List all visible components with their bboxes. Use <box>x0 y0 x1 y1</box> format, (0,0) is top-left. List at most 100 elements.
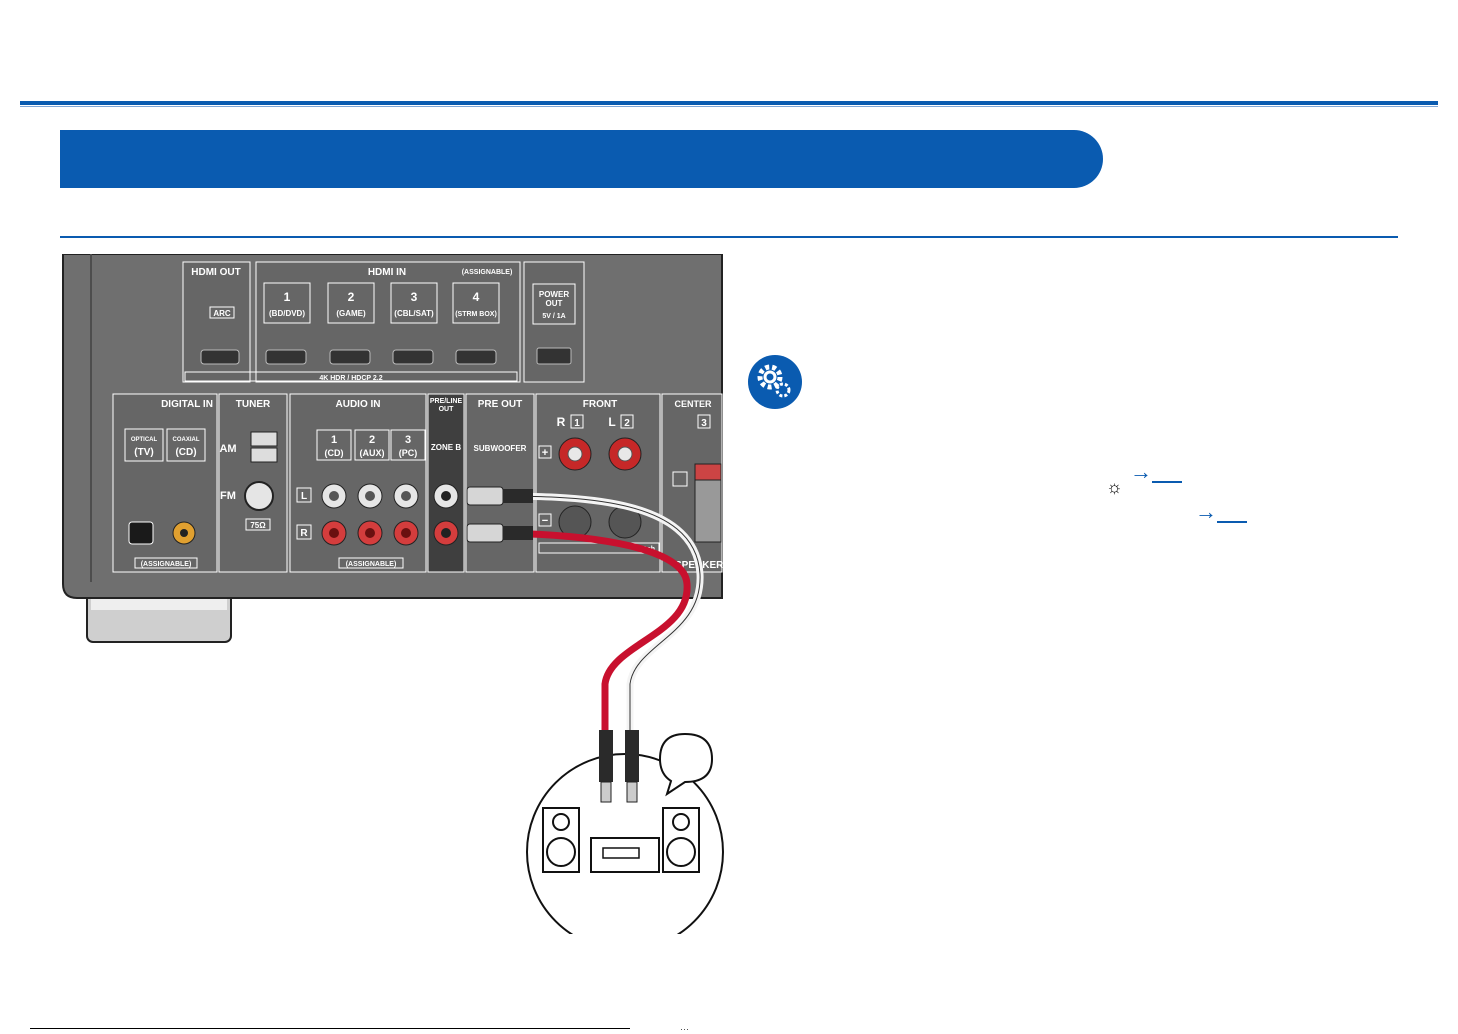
power-out-line1: POWER <box>539 290 569 299</box>
front-l-num-box <box>620 414 634 429</box>
jack-core <box>401 491 411 501</box>
arc-box <box>209 306 235 319</box>
hdmi-in-3-num: 3 <box>411 290 418 304</box>
jack-core <box>441 491 451 501</box>
hdmi-in-1-num: 1 <box>284 290 291 304</box>
coaxial-port-core <box>180 529 188 537</box>
right-label-box <box>296 524 312 540</box>
hdmi-out-port <box>200 349 240 365</box>
mini-component-unit <box>590 837 660 873</box>
red-plug-boot <box>503 526 533 540</box>
small-gear-icon: ☼ <box>1106 477 1123 497</box>
white-plug-boot <box>503 489 533 503</box>
am-label: AM <box>219 443 236 455</box>
center-num-box <box>697 414 711 429</box>
hdmi-in-3-name: (CBL/SAT) <box>394 309 434 318</box>
settings-gear-glyph <box>757 364 791 398</box>
ohm-box <box>245 518 271 531</box>
audio-in-1-num: 1 <box>331 434 337 446</box>
arrow-icon: → <box>1195 499 1217 524</box>
right-speaker-woofer <box>666 837 696 867</box>
optical-box <box>124 428 164 462</box>
hdmi-in-assignable: (ASSIGNABLE) <box>462 269 513 276</box>
jack-core <box>441 528 451 538</box>
front-plus: + <box>542 447 548 459</box>
center-title: CENTER <box>674 399 712 409</box>
white-cable-outline <box>484 495 701 734</box>
audio-in-3-box <box>390 429 426 461</box>
front-minus: − <box>542 515 548 527</box>
hdmi-in-4-port <box>455 349 497 365</box>
audio-in-1-box <box>316 429 352 461</box>
section-title-bar <box>60 130 1103 188</box>
receiver-rear-panel-illustration: HDMI OUT ARC HDMI IN (ASSIGNABLE) 1 (BD/… <box>62 254 727 934</box>
audio-in-1-name: (CD) <box>325 448 344 458</box>
am-terminal-1 <box>250 431 278 447</box>
digital-assignable: (ASSIGNABLE) <box>141 561 192 568</box>
pre-line-out-line2: OUT <box>439 406 455 413</box>
front-minus-box <box>538 513 552 527</box>
digital-in-title: DIGITAL IN <box>161 399 213 410</box>
page-link-2[interactable]: → <box>1195 501 1247 523</box>
optical-top: OPTICAL <box>131 437 158 443</box>
coaxial-box <box>166 428 206 462</box>
footer-mark: ··· <box>680 1024 689 1034</box>
power-out-rating: 5V / 1A <box>542 313 565 320</box>
front-plus-box <box>538 445 552 459</box>
subwoofer-label: SUBWOOFER <box>474 444 527 453</box>
hdmi-in-4-num: 4 <box>473 290 480 304</box>
page-link-1[interactable]: → <box>1130 461 1182 483</box>
center-terminal-red <box>694 463 722 481</box>
right-speaker-tweeter <box>672 813 690 831</box>
optical-label: (TV) <box>134 447 153 458</box>
digital-in-block <box>112 393 218 573</box>
audio-in-2-name: (AUX) <box>360 448 385 458</box>
audio-in-3-num: 3 <box>405 434 411 446</box>
hdmi-in-2-box <box>327 282 375 324</box>
arc-label: ARC <box>213 309 231 318</box>
coaxial-label: (CD) <box>175 447 196 458</box>
power-out-line2: OUT <box>546 299 563 308</box>
jack-core <box>329 528 339 538</box>
digital-assignable-box <box>134 557 198 569</box>
hdmi-spec-bar <box>184 371 518 382</box>
front-r-label: R <box>557 415 566 429</box>
red-plug <box>466 523 504 543</box>
fm-label: FM <box>220 490 236 502</box>
red-plug-body <box>599 730 613 782</box>
pre-line-out-line1: PRE/LINE <box>430 398 463 405</box>
ohm-label: 75Ω <box>250 521 266 530</box>
terminal-core <box>617 446 633 462</box>
coaxial-top: COAXIAL <box>173 437 200 443</box>
zone-b-label: ZONE B <box>431 443 461 452</box>
red-cable <box>484 529 691 734</box>
left-label: L <box>301 491 307 502</box>
audio-in-2-num: 2 <box>369 434 375 446</box>
am-terminal-2 <box>250 447 278 463</box>
terminal-core <box>567 446 583 462</box>
hdmi-in-2-name: (GAME) <box>336 309 366 318</box>
speech-bubble <box>658 732 714 797</box>
hdmi-in-3-box <box>390 282 438 324</box>
fm-antenna-jack <box>244 481 274 511</box>
hdmi-in-4-name: (STRM BOX) <box>455 311 497 318</box>
center-plus-box <box>672 471 688 487</box>
link-underline <box>1152 467 1182 483</box>
audio-in-title: AUDIO IN <box>336 399 381 410</box>
gear-large-teeth <box>757 364 783 390</box>
usb-port <box>536 347 572 365</box>
header-rule <box>20 101 1438 105</box>
receiver-foot-highlight <box>91 596 227 610</box>
white-plug-body <box>625 730 639 782</box>
front-r-num-box <box>570 414 584 429</box>
hdmi-in-2-port <box>329 349 371 365</box>
hdmi-in-2-num: 2 <box>348 290 355 304</box>
hdmi-in-3-port <box>392 349 434 365</box>
hdmi-spec: 4K HDR / HDCP 2.2 <box>319 375 382 382</box>
mini-component-display <box>602 847 640 859</box>
subsection-rule <box>60 236 1398 238</box>
front-r-num: 1 <box>574 418 580 429</box>
gear-large-core <box>763 370 777 384</box>
hdmi-in-1-port <box>265 349 307 365</box>
tuner-title: TUNER <box>236 399 271 410</box>
